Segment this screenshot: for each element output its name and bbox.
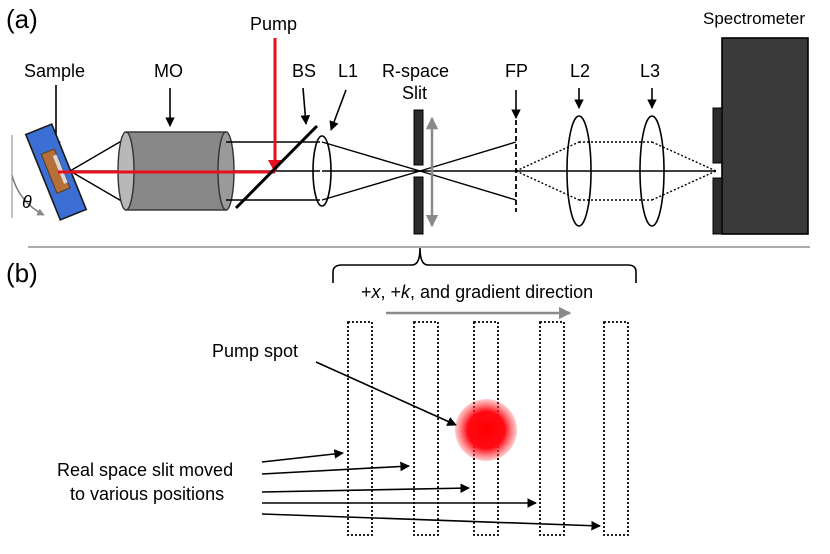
slit-note-arrow-1 xyxy=(261,449,344,463)
slit-position-5 xyxy=(603,321,629,536)
r-space-slit xyxy=(413,109,424,235)
slit-positions xyxy=(347,321,629,536)
lens-l2 xyxy=(566,115,592,227)
bs-pointer-arrow xyxy=(300,87,311,125)
panel-b-label: (b) xyxy=(6,258,38,288)
slit-note-line1: Real space slit moved xyxy=(57,460,233,480)
pump-spot-arrow xyxy=(315,361,457,426)
lens-l3 xyxy=(639,115,665,227)
slit-note-arrows xyxy=(261,449,601,531)
slit-note-arrow-3 xyxy=(261,483,470,493)
sample-label: Sample xyxy=(24,61,85,81)
l1-pointer-arrow xyxy=(329,89,347,131)
panel-a-label: (a) xyxy=(6,4,38,34)
l2-label: L2 xyxy=(570,61,590,81)
slit-position-3 xyxy=(473,321,499,536)
slit-position-4 xyxy=(539,321,565,536)
mo-label: MO xyxy=(154,61,183,81)
sample: θ xyxy=(11,123,88,221)
l3-label: L3 xyxy=(640,61,660,81)
fp-label: FP xyxy=(505,61,528,81)
slit-range-brace xyxy=(332,247,637,283)
slit-note-arrow-5 xyxy=(261,513,601,531)
slit-note-arrow-2 xyxy=(261,461,410,475)
l1-label: L1 xyxy=(338,61,358,81)
gradient-direction-label: +x, +k, and gradient direction xyxy=(361,282,593,302)
bs-label: BS xyxy=(292,61,316,81)
spectrometer-label: Spectrometer xyxy=(703,9,805,28)
sample-film xyxy=(52,154,68,184)
slit-label-line2: Slit xyxy=(402,83,427,103)
pump-spot-label: Pump spot xyxy=(212,341,298,361)
collimated-beams xyxy=(226,141,320,201)
theta-symbol: θ xyxy=(22,192,32,212)
beam-splitter xyxy=(234,124,319,210)
pump-spot xyxy=(455,399,517,461)
spectrometer xyxy=(712,37,809,235)
slit-position-1 xyxy=(347,321,373,536)
slit-label-line1: R-space xyxy=(382,61,449,81)
pump-label: Pump xyxy=(250,14,297,34)
slit-note-line2: to various positions xyxy=(70,484,224,504)
tilt-angle-arc xyxy=(11,174,45,216)
slit-position-2 xyxy=(413,321,439,536)
